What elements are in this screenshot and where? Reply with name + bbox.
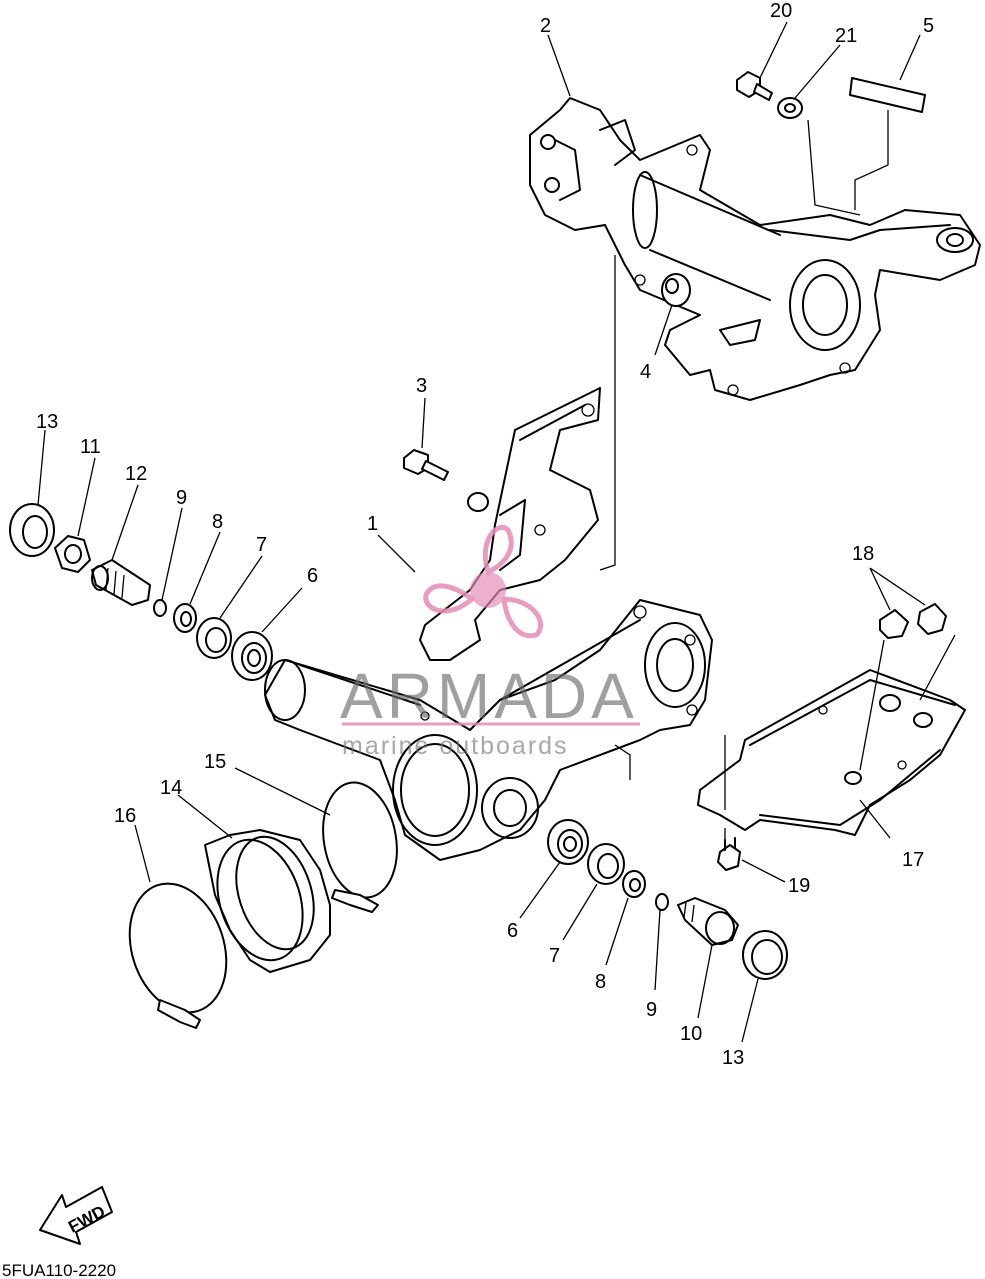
part-21-washer: [777, 97, 803, 119]
part-12-shaft: [91, 559, 151, 606]
alignment-lines: [599, 110, 956, 840]
main-housing-tube: [264, 599, 713, 861]
callout-15: 15: [204, 751, 226, 773]
callout-4: 4: [640, 361, 651, 383]
callout-1: 1: [367, 513, 378, 535]
callout-10: 10: [680, 1023, 702, 1045]
callout-3: 3: [416, 375, 427, 397]
callout-6-right: 6: [507, 920, 518, 942]
part-5-label: [849, 77, 926, 113]
part-20-bolt: [736, 71, 773, 101]
callout-6-left: 6: [307, 565, 318, 587]
part-6-bearing-right: [547, 819, 589, 865]
callout-14: 14: [160, 777, 182, 799]
callout-12: 12: [125, 463, 147, 485]
part-4-nut: [661, 273, 691, 307]
callout-13-right: 13: [722, 1047, 744, 1069]
part-9-o-ring-right: [655, 893, 669, 911]
part-14-bellows: [204, 829, 331, 973]
part-8-washer-right: [622, 870, 646, 898]
callout-8-right: 8: [595, 971, 606, 993]
callout-8-left: 8: [212, 511, 223, 533]
part-19-bolt: [717, 837, 741, 871]
callout-9-right: 9: [646, 999, 657, 1021]
watermark-brand: ARMADA: [340, 660, 638, 732]
propeller-logo: [423, 525, 543, 639]
part-7-seal-left: [196, 617, 232, 659]
part-17-guard-plate: [697, 669, 966, 836]
watermark-tagline: marine outboards: [342, 732, 569, 760]
part-8-washer-left: [173, 603, 197, 633]
callout-13-left: 13: [36, 411, 58, 433]
part-7-seal-right: [587, 843, 625, 885]
callout-2: 2: [540, 15, 551, 37]
part-11-nut: [54, 535, 91, 573]
part-3-bolt: [403, 449, 489, 512]
part-9-o-ring-left: [153, 599, 167, 617]
callout-19: 19: [788, 875, 810, 897]
part-16-hose-clamp: [128, 882, 228, 1029]
part-2-housing-bracket: [529, 97, 981, 401]
callout-7-right: 7: [549, 945, 560, 967]
part-10-pivot-bolt: [677, 897, 739, 946]
callout-11: 11: [80, 436, 101, 458]
callout-labels: 1 2 3 4 5 6 6 7 7 8 8 9 9 10 11 12 13 13…: [36, 0, 934, 1069]
callout-20: 20: [770, 0, 792, 22]
part-13-cap-left: [9, 503, 55, 557]
fwd-arrow: FWD: [39, 1186, 113, 1245]
callout-17: 17: [902, 849, 924, 871]
callout-9-left: 9: [176, 487, 187, 509]
part-13-cap-right: [742, 930, 788, 980]
watermark: ARMADA marine outboards: [340, 525, 640, 760]
callout-18: 18: [852, 543, 874, 565]
callout-5: 5: [923, 15, 934, 37]
callout-7-left: 7: [256, 534, 267, 556]
drawing-code: 5FUA110-2220: [2, 1261, 116, 1279]
part-15-clamp: [322, 781, 398, 913]
leader-lines: [37, 21, 926, 1043]
callout-21: 21: [835, 25, 857, 47]
part-18-plugs: [879, 603, 947, 639]
callout-16: 16: [114, 805, 136, 827]
part-6-bearing-left: [231, 631, 273, 681]
